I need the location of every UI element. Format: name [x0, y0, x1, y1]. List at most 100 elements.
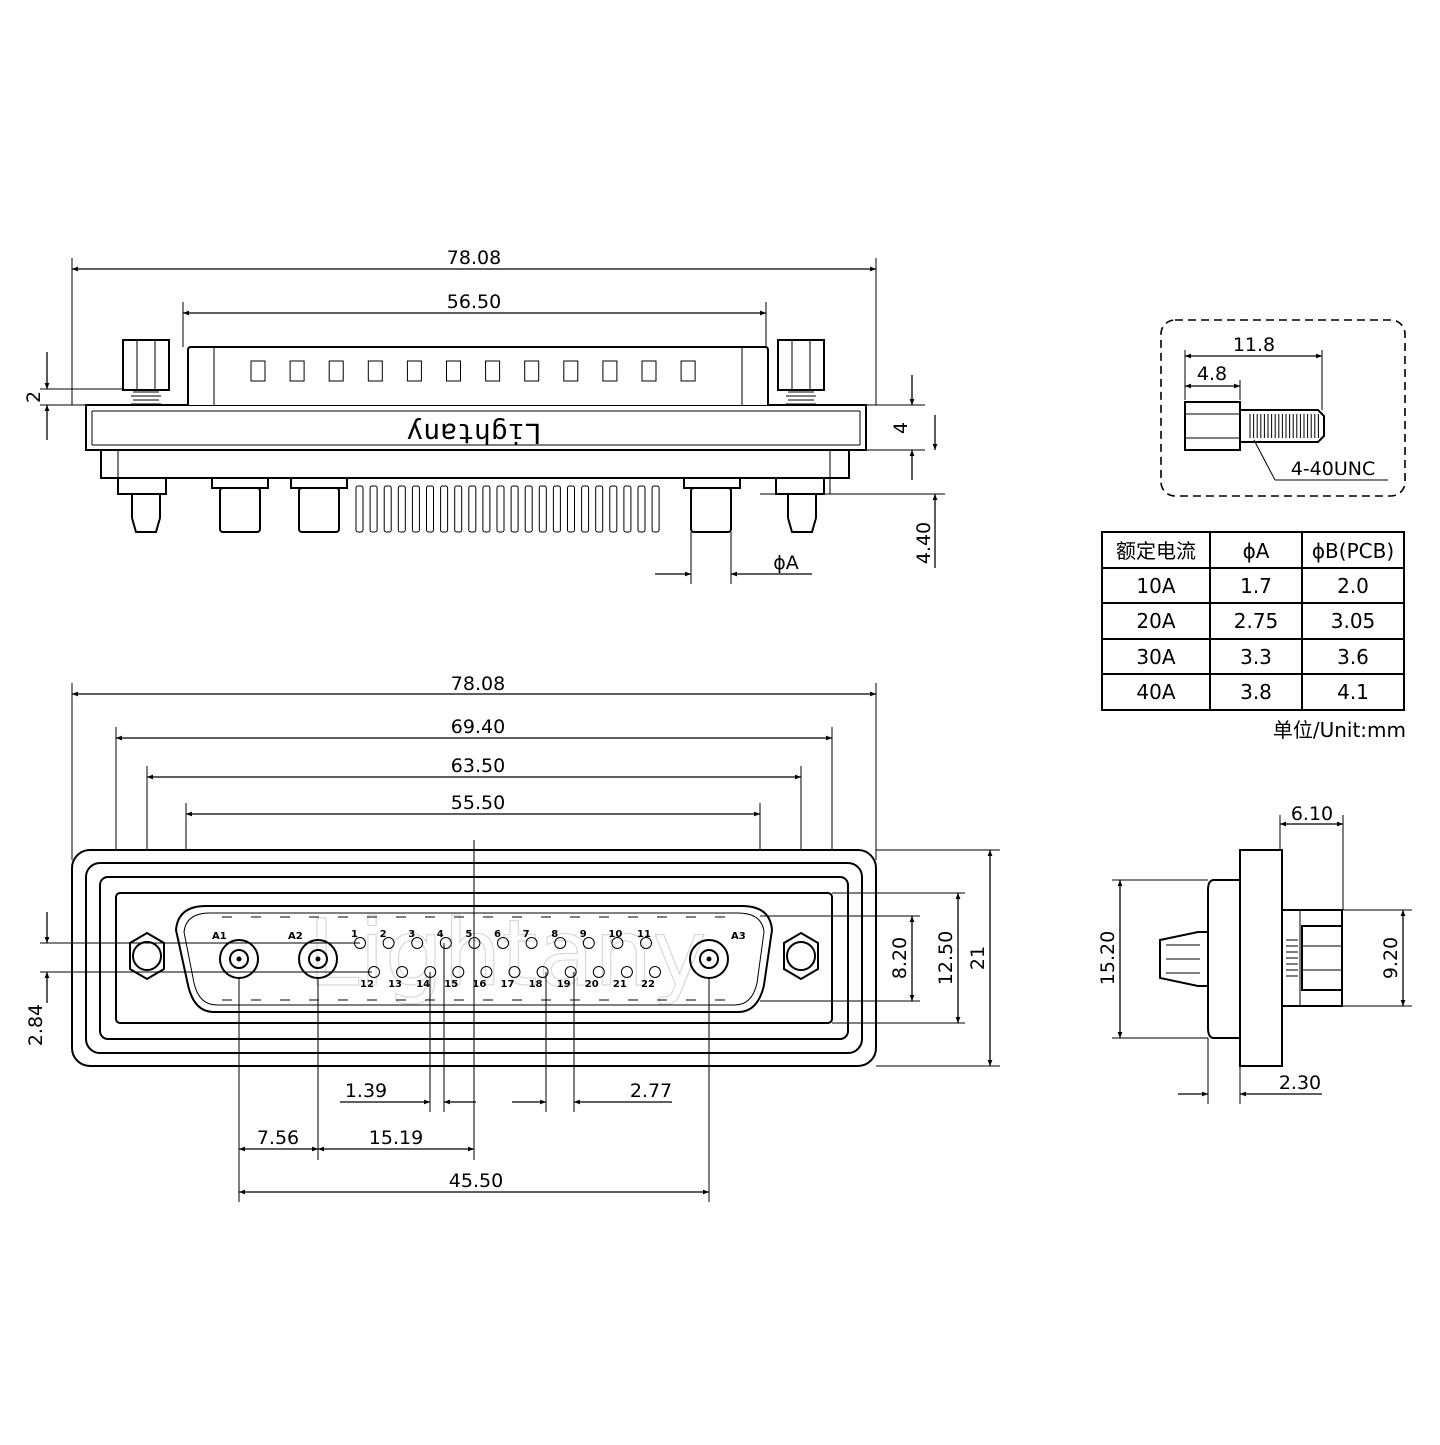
signal-pin-side	[496, 485, 505, 533]
dim-side-flange-label: 2.30	[1279, 1072, 1321, 1094]
signal-contact-19	[564, 966, 577, 978]
signal-contact-2	[382, 937, 395, 949]
signal-contact-18	[536, 966, 549, 978]
dim-69-label: 69.40	[451, 716, 505, 738]
top-window	[289, 360, 305, 382]
thread-spec-label: 4-40UNC	[1291, 458, 1376, 480]
signal-pin-label: 2	[380, 929, 387, 940]
signal-contact-22	[649, 966, 661, 978]
signal-pin-side	[355, 485, 364, 533]
top-window	[680, 360, 696, 382]
power-pin-a3-side	[690, 487, 732, 533]
table-header-phi-b: ϕB(PCB)	[1312, 539, 1394, 563]
current-table: 额定电流 ϕA ϕB(PCB) 10A 1.7 2.0 20A 2.75 3.0…	[1101, 531, 1406, 742]
watermark: Lightany	[308, 900, 707, 1007]
mount-post-left	[131, 493, 161, 533]
signal-pin-label: 17	[501, 979, 515, 990]
top-screw-right	[777, 339, 825, 405]
signal-contact-9	[582, 937, 595, 949]
top-window	[446, 360, 461, 382]
signal-contact-10	[611, 937, 624, 949]
label-a3: A3	[731, 931, 746, 942]
table-cell: 20A	[1136, 609, 1175, 633]
top-window	[485, 360, 501, 382]
signal-pin-side	[595, 485, 604, 533]
table-cell: 10A	[1136, 574, 1175, 598]
signal-pin-side	[510, 485, 519, 533]
table-header-phi-a: ϕA	[1243, 539, 1270, 563]
signal-pin-label: 3	[408, 929, 415, 940]
signal-pin-side	[567, 485, 575, 533]
signal-pin-label: 19	[557, 979, 571, 990]
signal-pin-label: 22	[641, 979, 655, 990]
signal-pin-label: 11	[637, 929, 651, 940]
signal-contact-6	[497, 937, 509, 949]
dim-pin-pitch-small-label: 1.39	[345, 1080, 387, 1102]
signal-pin-side	[383, 485, 392, 533]
table-cell: 1.7	[1240, 574, 1272, 598]
signal-contact-7	[525, 937, 538, 949]
unit-note: 单位/Unit:mm	[1273, 718, 1406, 742]
dim-shell-height-label: 8.20	[889, 937, 911, 979]
dim-a1-a3-label: 45.50	[449, 1170, 503, 1192]
signal-pin-side	[623, 485, 632, 533]
top-window	[406, 360, 422, 382]
dim-screw-gap-label: 2	[23, 391, 45, 403]
signal-pin-side	[454, 485, 463, 533]
signal-pin-side	[581, 485, 590, 533]
signal-pin-label: 6	[494, 929, 501, 940]
signal-pin-label: 20	[585, 979, 599, 990]
top-window	[602, 360, 618, 382]
dim-row-offset-label: 2.84	[25, 1004, 47, 1046]
top-window-row	[250, 360, 696, 382]
table-header-current: 额定电流	[1116, 539, 1196, 563]
table-cell: 40A	[1136, 680, 1175, 704]
dim-shell-width-label: 55.50	[451, 792, 505, 814]
top-view: 78.08 56.50 Lightany	[23, 247, 945, 584]
signal-pin-side	[440, 485, 449, 533]
signal-pin-side	[468, 485, 477, 533]
table-cell: 3.05	[1331, 609, 1376, 633]
top-screw-left	[122, 339, 170, 405]
dim-inner-height-label: 12.50	[935, 931, 957, 985]
signal-contact-17	[508, 966, 521, 978]
signal-pin-label: 14	[416, 979, 430, 990]
table-cell: 3.8	[1240, 680, 1272, 704]
signal-pin-side	[538, 485, 547, 533]
dim-overall-width-front-label: 78.08	[451, 673, 505, 695]
signal-pin-label: 21	[613, 979, 627, 990]
signal-contact-4	[439, 937, 452, 949]
dim-flange-thickness-label: 4	[890, 422, 912, 434]
dim-a1-a2-label: 7.56	[257, 1127, 299, 1149]
signal-pin-label: 13	[388, 979, 402, 990]
side-view: 6.10 15.20 9.20 2.30	[1097, 803, 1412, 1104]
signal-pin-label: 16	[472, 979, 486, 990]
dim-body-width-label: 56.50	[447, 291, 501, 313]
signal-pin-label: 4	[437, 929, 444, 940]
dim-a2-center-label: 15.19	[369, 1127, 423, 1149]
signal-pin-label: 5	[465, 929, 472, 940]
signal-pin-side	[609, 485, 618, 533]
table-cell: 4.1	[1337, 680, 1369, 704]
dim-pin-diameter-label: ϕA	[773, 552, 799, 574]
signal-pin-side	[397, 485, 406, 533]
dim-mount-spacing-label: 63.50	[451, 755, 505, 777]
dim-hex-length-label: 4.8	[1197, 363, 1227, 385]
signal-pin-side	[552, 485, 561, 533]
top-window	[641, 360, 657, 382]
signal-pin-label: 12	[360, 979, 374, 990]
label-a2: A2	[288, 931, 303, 942]
signal-contact-8	[554, 937, 567, 949]
dim-pin-length-label: 4.40	[913, 522, 935, 564]
signal-contact-3	[411, 937, 424, 949]
signal-pin-label: 9	[580, 929, 587, 940]
signal-pin-side	[426, 485, 434, 533]
brand-logo-text: Lightany	[407, 417, 542, 450]
signal-pin-side	[411, 485, 420, 533]
signal-pin-side	[637, 485, 646, 533]
dim-side-height-label: 15.20	[1097, 931, 1119, 985]
table-cell: 2.75	[1234, 609, 1279, 633]
table-cell: 3.3	[1240, 645, 1272, 669]
